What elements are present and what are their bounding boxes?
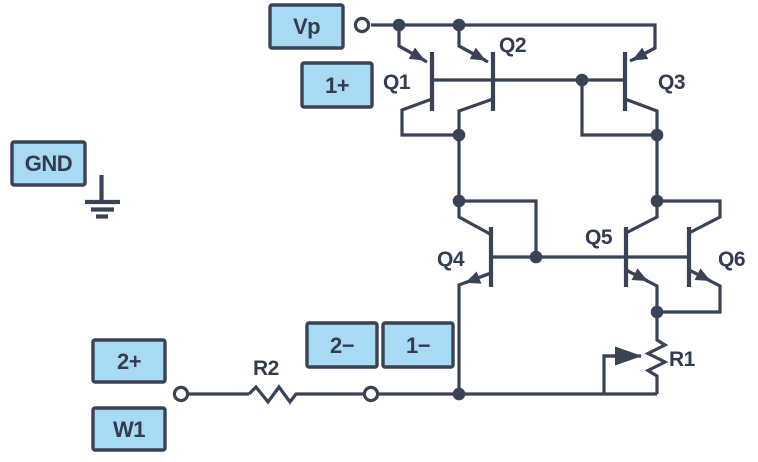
- junction-dot: [452, 128, 466, 142]
- q3-designator: Q3: [658, 71, 685, 94]
- junction-dot: [452, 194, 466, 208]
- transistor-bars: [429, 52, 692, 287]
- wire-q2-emitter: [457, 25, 489, 64]
- q6-designator: Q6: [718, 248, 745, 271]
- one-minus-label-text: 1−: [406, 333, 430, 358]
- junction-dot: [650, 305, 664, 319]
- wire-q4-collector: [457, 201, 491, 236]
- two-plus-label-text: 2+: [117, 349, 141, 374]
- inverting-terminal: [362, 385, 380, 403]
- one-minus-label: 1−: [381, 321, 455, 369]
- connector-labels: Vp 1+ GND 2+ W1 2− 1−: [10, 3, 455, 452]
- wire-r1-wiper: [602, 354, 616, 394]
- vp-terminal: [353, 16, 371, 34]
- q6-emitter-arrow: [688, 268, 711, 282]
- r1-designator: R1: [669, 348, 696, 371]
- junction-dot: [452, 387, 466, 401]
- q4-emitter-arrow: [465, 271, 492, 284]
- r2-designator: R2: [253, 357, 279, 380]
- two-plus-label: 2+: [91, 338, 167, 384]
- terminals: [172, 16, 380, 403]
- q5-emitter-arrow: [625, 268, 648, 282]
- vp-label: Vp: [268, 3, 345, 50]
- one-plus-label: 1+: [300, 61, 374, 109]
- w1-label-box: [91, 406, 167, 452]
- wire-q4-base-tie: [459, 199, 538, 257]
- q4-designator: Q4: [437, 248, 465, 271]
- wire-q5-collector: [625, 201, 659, 235]
- wire-q4-emitter: [457, 271, 492, 394]
- q1-designator: Q1: [383, 71, 411, 94]
- wire-q3-base-tie: [580, 80, 657, 137]
- gnd-label-text: GND: [25, 151, 72, 176]
- q2-emitter-arrow: [458, 44, 486, 62]
- q1-emitter-arrow: [398, 44, 425, 62]
- wire-q6-collector: [657, 199, 722, 235]
- gnd-label-box: [10, 140, 87, 187]
- junction-dots: [392, 18, 664, 401]
- vp-label-box: [268, 3, 345, 50]
- junction-dot: [575, 73, 589, 87]
- emitter-arrows: [398, 44, 711, 366]
- two-minus-label: 2−: [305, 321, 379, 369]
- wire-q3-collector: [624, 97, 659, 201]
- one-minus-label-box: [381, 321, 455, 369]
- junction-dot: [529, 250, 543, 264]
- w1-label-text: W1: [113, 417, 145, 442]
- q3-emitter-arrow: [632, 46, 656, 62]
- q2-designator: Q2: [499, 34, 526, 57]
- one-plus-label-box: [300, 61, 374, 109]
- junction-dot: [392, 18, 406, 32]
- junction-dot: [452, 18, 466, 32]
- two-minus-label-text: 2−: [330, 333, 354, 358]
- w1-label: W1: [91, 406, 167, 452]
- wire-q1-emitter: [397, 25, 428, 64]
- two-minus-label-box: [305, 321, 379, 369]
- wire-q2-collector: [457, 97, 494, 135]
- two-plus-label-box: [91, 338, 167, 384]
- ground-symbol: [85, 175, 120, 219]
- resistor-r2-body: [247, 384, 365, 405]
- junction-dot: [650, 128, 664, 142]
- one-plus-label-text: 1+: [325, 73, 349, 98]
- wire-q1-collector: [400, 97, 459, 137]
- q5-designator: Q5: [585, 226, 613, 249]
- vp-label-text: Vp: [293, 14, 320, 39]
- resistor-r1-body: [644, 312, 669, 394]
- gnd-label: GND: [10, 140, 87, 187]
- w1-terminal: [172, 385, 190, 403]
- junction-dot: [650, 194, 664, 208]
- component-designators: Q1 Q2 Q3 Q4 Q5 Q6 R1 R2: [253, 34, 746, 380]
